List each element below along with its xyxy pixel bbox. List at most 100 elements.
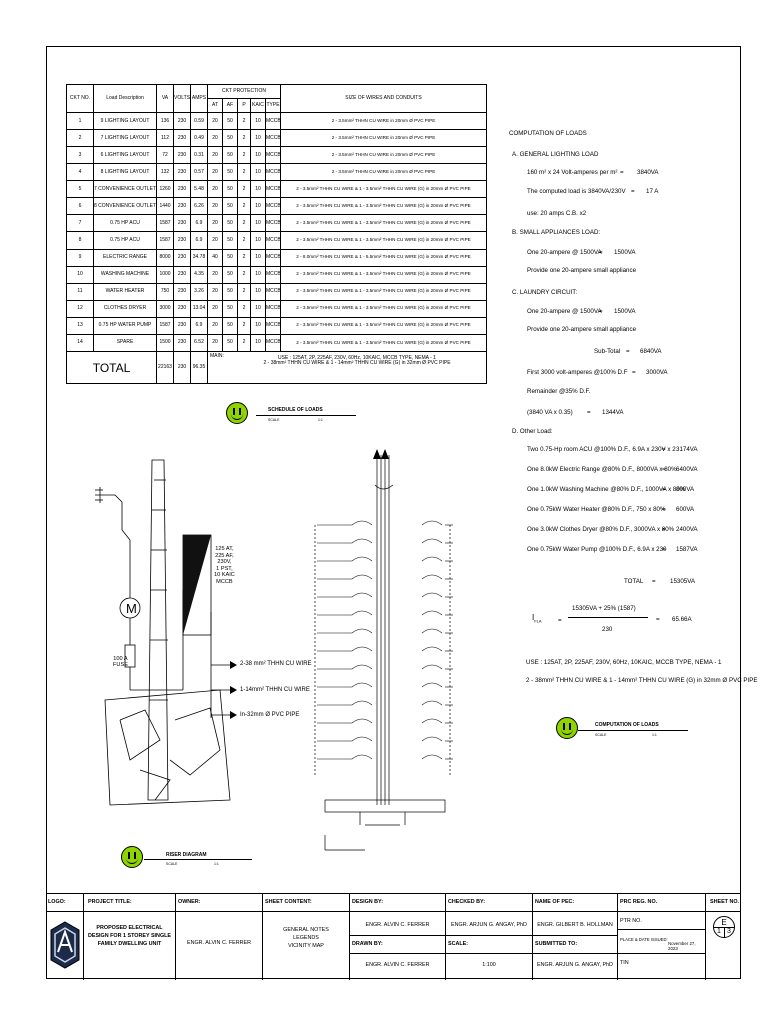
cell-amps: 0.57	[190, 163, 208, 182]
sheet-content-line: VICINITY MAP	[288, 943, 324, 950]
cell-load-description: 8 CONVENIENCE OUTLET	[93, 197, 157, 216]
cell-kaic: 10	[250, 316, 266, 335]
cell-wire-size: 2 - 3.5mm² THHN CU WIRE in 20mm Ø PVC PI…	[280, 129, 487, 148]
section-a-title: A. GENERAL LIGHTING LOAD	[512, 151, 599, 158]
panel-breaker-arc	[421, 520, 443, 526]
cell-ckt-no: 12	[66, 299, 94, 318]
panel-breaker-arc	[351, 610, 373, 616]
cell-volts: 230	[173, 299, 191, 318]
design-by: ENGR. ALVIN C. FERRER	[365, 922, 430, 928]
breaker-text-line: MCCB	[216, 578, 233, 585]
submitted-to-label: SUBMITTED TO:	[535, 941, 578, 947]
schedule-scale: 1:1	[318, 418, 323, 422]
main-cell: MAIN: USE : 125AT, 2P, 225AF, 230V, 60Hz…	[207, 351, 487, 384]
cell-ckt-no: 11	[66, 282, 94, 301]
b2-line: Provide one 20-ampere small appliance	[527, 267, 637, 274]
panel-breaker-arc	[351, 754, 373, 760]
cell-poles: 2	[237, 197, 251, 216]
header-amps: AMPS	[190, 84, 208, 113]
cell-af: 50	[222, 180, 238, 199]
computation-use-line: USE : 125AT, 2P, 225AF, 230V, 60Hz, 10KA…	[526, 659, 722, 666]
cell-va: 1000	[156, 265, 174, 284]
panel-breaker-arc	[421, 664, 443, 670]
cell-va: 1260	[156, 180, 174, 199]
date-issued: November 27, 2023	[668, 941, 696, 951]
cell-at: 20	[207, 299, 223, 318]
cell-wire-size: 2 - 3.5mm² THHN CU WIRE & 1 - 3.5mm² THH…	[280, 214, 487, 233]
checked-cell-rule-2	[446, 953, 533, 954]
cell-load-description: ELECTRIC RANGE	[93, 248, 157, 267]
cell-poles: 2	[237, 111, 251, 131]
cell-poles: 2	[237, 265, 251, 284]
cell-at: 20	[207, 214, 223, 233]
cell-va: 1587	[156, 231, 174, 250]
cell-kaic: 10	[250, 180, 266, 199]
cell-wire-size: 2 - 3.5mm² THHN CU WIRE & 1 - 3.5mm² THH…	[280, 265, 487, 284]
breaker-text-line: 10 KAIC	[214, 572, 235, 579]
cell-poles: 2	[237, 299, 251, 318]
cell-volts: 230	[173, 163, 191, 182]
sheet-letter: E	[721, 918, 727, 927]
cell-ckt-no: 1	[66, 111, 94, 131]
header-at: AT	[207, 98, 223, 113]
panel-breaker-arc	[421, 592, 443, 598]
main-line-1: USE : 125AT, 2P, 225AF, 230V, 60Hz, 10KA…	[278, 355, 436, 361]
header-load-description: Load Description	[93, 84, 157, 113]
cell-ckt-no: 2	[66, 129, 94, 148]
prc-cell-rule-2	[618, 953, 706, 954]
project-title-line: PROPOSED ELECTRICAL	[96, 925, 163, 931]
other-load-eq: =	[662, 446, 666, 453]
cell-amps: 13.04	[190, 299, 208, 318]
remainder-line: Remainder @35% D.F.	[527, 388, 591, 395]
project-title-label: PROJECT TITLE:	[88, 899, 132, 905]
header-p: P	[237, 98, 251, 113]
computation-symbol-icon	[556, 717, 578, 739]
cell-amps: 6.9	[190, 316, 208, 335]
cell-wire-size: 2 - 3.5mm² THHN CU WIRE & 1 - 3.5mm² THH…	[280, 316, 487, 335]
other-load-item: Two 0.75-Hp room ACU @100% D.F., 6.9A x …	[527, 446, 676, 453]
other-load-value: 1587VA	[676, 546, 698, 553]
cell-wire-size: 2 - 3.5mm² THHN CU WIRE & 1 - 3.5mm² THH…	[280, 180, 487, 199]
other-load-eq: =	[662, 466, 666, 473]
cell-poles: 2	[237, 180, 251, 199]
cell-breaker-type: MCCB	[265, 282, 281, 301]
remainder-calc-label: (3840 VA x 0.35)	[527, 409, 573, 416]
cell-at: 20	[207, 265, 223, 284]
title-block: LOGO: PROJECT TITLE: PROPOSED ELECTRICAL…	[46, 893, 741, 980]
computation-heading: COMPUTATION OF LOADS	[509, 130, 587, 137]
grand-total-value: 15305VA	[670, 578, 695, 585]
other-load-eq: =	[662, 526, 666, 533]
riser-scale-word: SCALE	[166, 862, 178, 866]
c1-value: 1500VA	[614, 308, 636, 315]
schedule-title: SCHEDULE OF LOADS	[268, 407, 323, 413]
cell-poles: 2	[237, 129, 251, 148]
firm-logo-icon	[50, 921, 80, 969]
owner-name: ENGR. ALVIN C. FERRER	[187, 940, 251, 946]
ifl-subscript: FLA	[534, 618, 542, 624]
cell-volts: 230	[173, 180, 191, 199]
cell-amps: 0.49	[190, 129, 208, 148]
panel-breaker-arc	[421, 538, 443, 544]
cell-va: 8000	[156, 248, 174, 267]
prc-label: PRC REG. NO.	[620, 899, 658, 905]
b1-value: 1500VA	[614, 249, 636, 256]
cell-load-description: 6 LIGHTING LAYOUT	[93, 146, 157, 165]
cell-volts: 230	[173, 111, 191, 131]
design-by-label: DESIGN BY:	[352, 899, 384, 905]
cell-kaic: 10	[250, 146, 266, 165]
cell-kaic: 10	[250, 282, 266, 301]
cell-kaic: 10	[250, 299, 266, 318]
prc-cell: PRC REG. NO. PTR NO. PLACE & DATE ISSUED…	[618, 894, 706, 980]
cell-volts: 230	[173, 333, 191, 353]
panel-breaker-arc	[421, 574, 443, 580]
pec-label: NAME OF PEC:	[535, 899, 575, 905]
cell-va: 1587	[156, 214, 174, 233]
cell-at: 20	[207, 180, 223, 199]
other-load-item: One 0.75kW Water Pump @100% D.F., 6.9A x…	[527, 546, 667, 553]
cell-breaker-type: MCCB	[265, 146, 281, 165]
cell-wire-size: 2 - 3.5mm² THHN CU WIRE in 20mm Ø PVC PI…	[280, 111, 487, 131]
